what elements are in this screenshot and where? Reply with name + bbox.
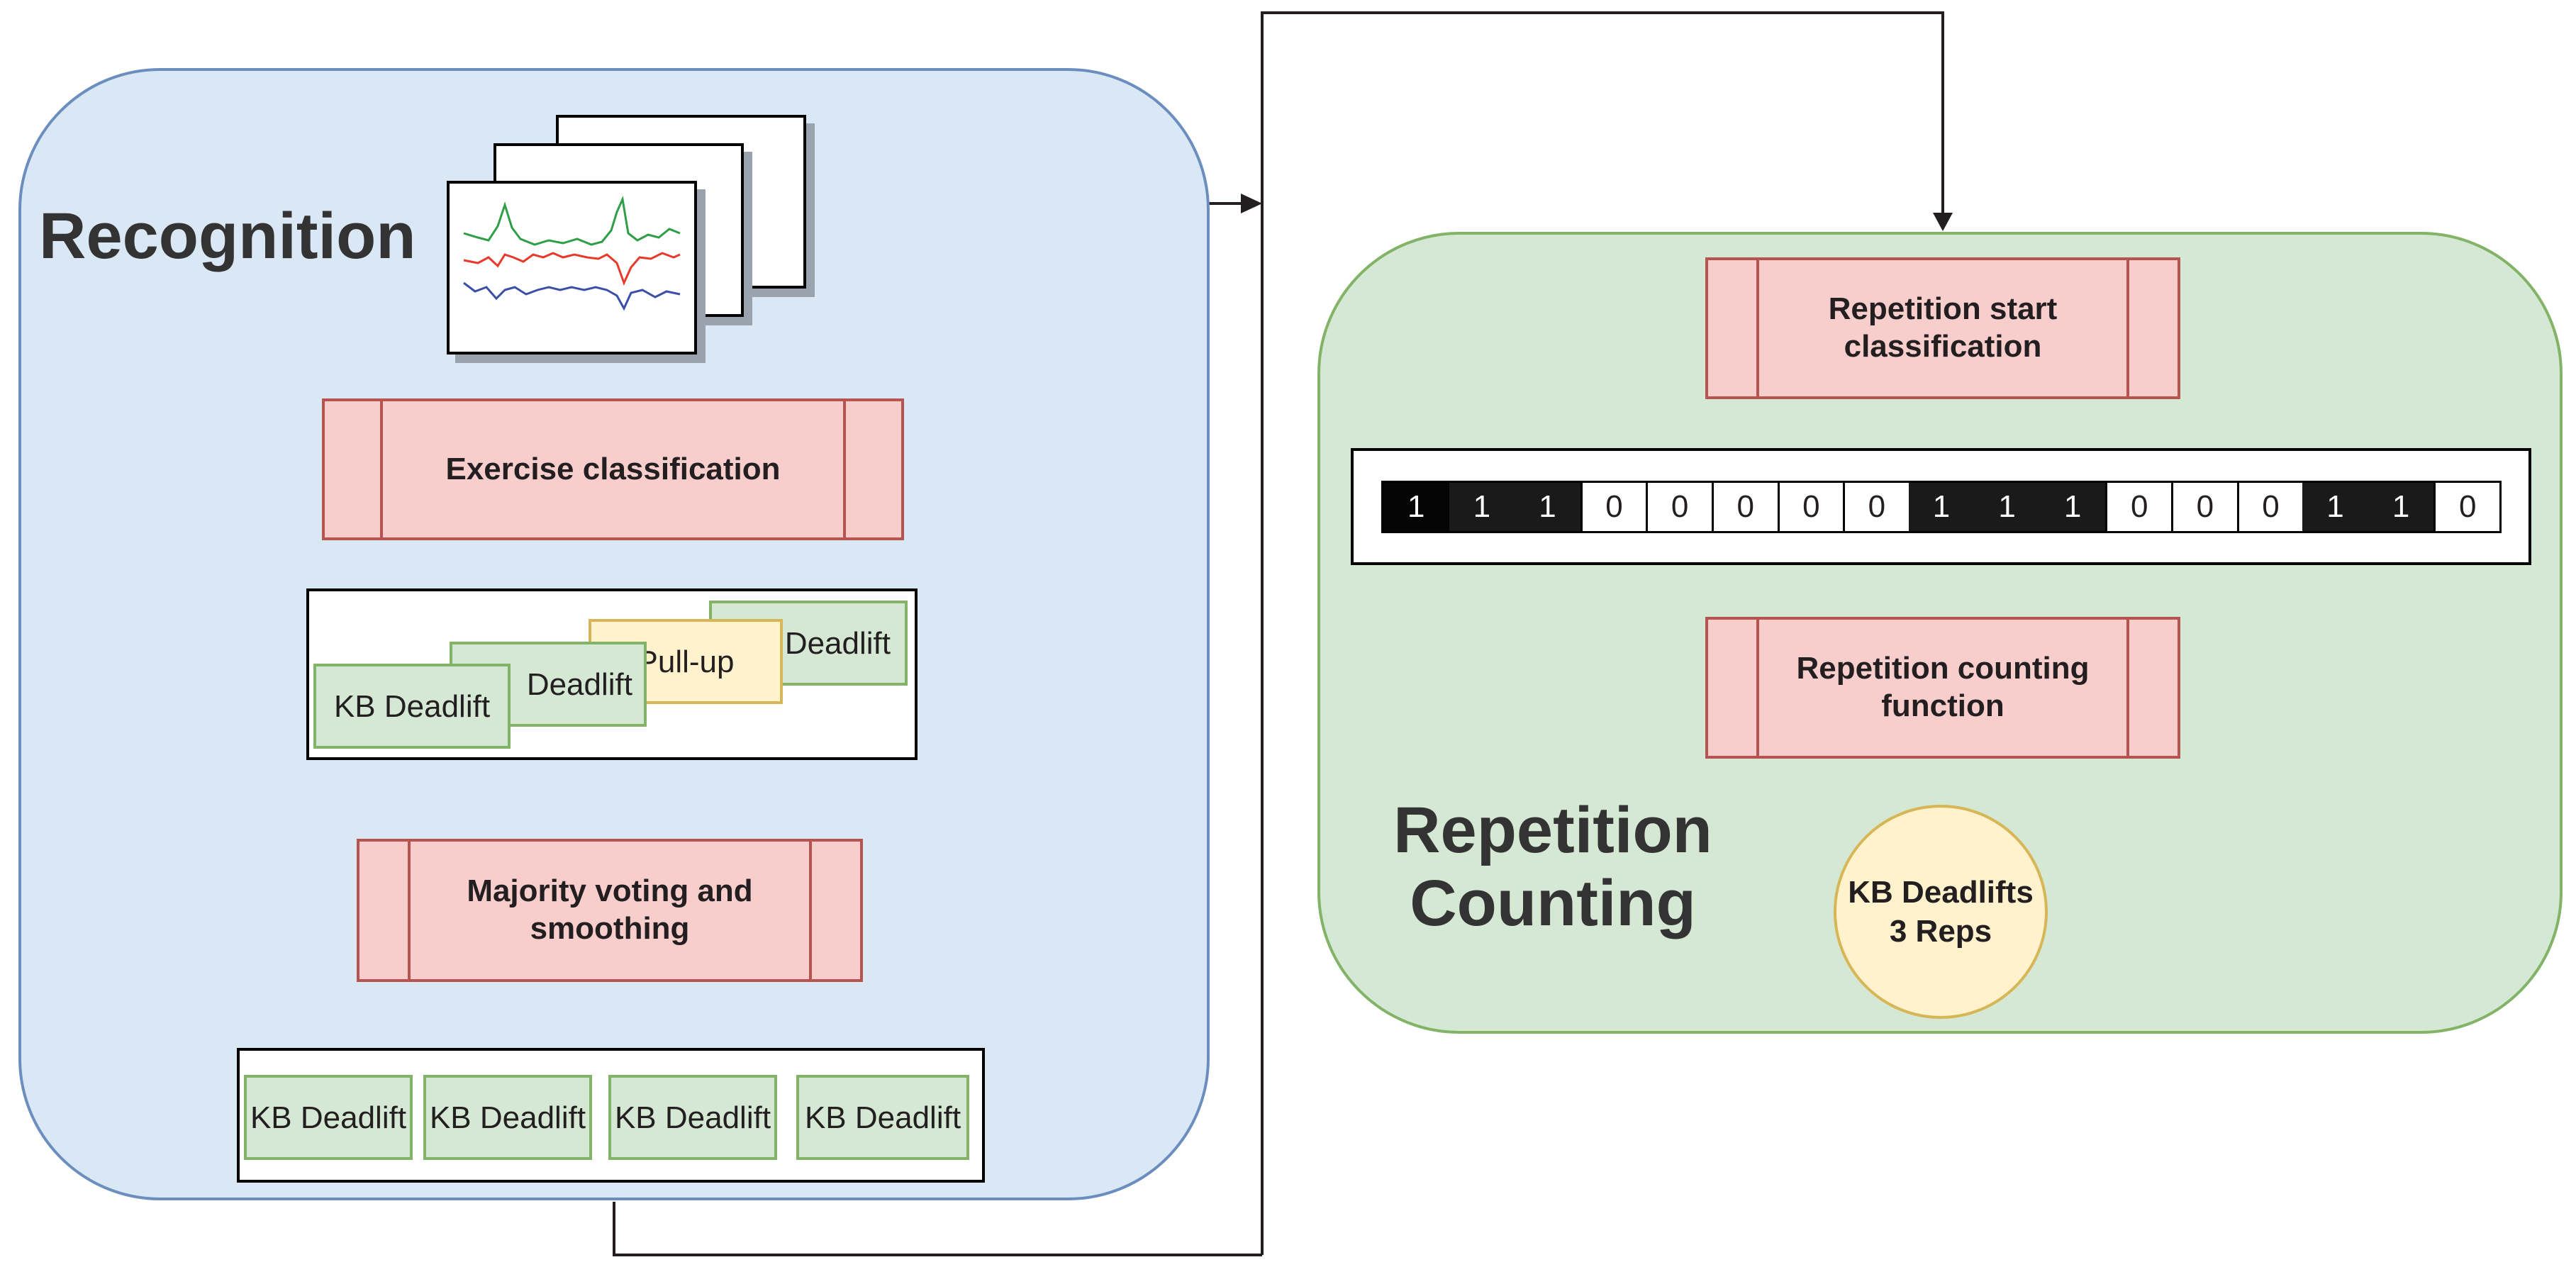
majority-voting-process: Majority voting and smoothing — [357, 839, 863, 982]
sequence-cell: 0 — [1711, 483, 1778, 531]
sequence-cell: 1 — [1449, 483, 1515, 531]
sequence-cell: 0 — [2105, 483, 2172, 531]
repetition-counting-function-label: Repetition counting function — [1796, 651, 2090, 723]
prediction-label: KB Deadlift — [313, 664, 511, 749]
repetition-start-classification-label: Repetition start classification — [1828, 291, 2058, 364]
exercise-classification-process: Exercise classification — [322, 398, 904, 540]
sequence-cell: 0 — [2433, 483, 2499, 531]
sequence-cell: 1 — [1908, 483, 1975, 531]
repetition-counting-title: Repetition Counting — [1393, 794, 1712, 940]
sequence-cell: 1 — [2368, 483, 2434, 531]
smoothed-label: KB Deadlift — [244, 1075, 413, 1160]
sequence-cell: 1 — [2302, 483, 2368, 531]
sequence-cell: 0 — [2236, 483, 2303, 531]
repetition-start-classification-process: Repetition start classification — [1705, 257, 2180, 399]
smoothed-label: KB Deadlift — [423, 1075, 592, 1160]
smoothed-label: KB Deadlift — [608, 1075, 777, 1160]
sequence-cell: 0 — [1777, 483, 1844, 531]
exercise-classification-label: Exercise classification — [445, 451, 781, 486]
repetition-count-result: KB Deadlifts 3 Reps — [1834, 805, 2048, 1019]
sensor-plot-front — [447, 181, 697, 355]
sequence-cell: 0 — [1646, 483, 1712, 531]
sequence-cell: 0 — [1843, 483, 1909, 531]
sequence-cell: 0 — [1580, 483, 1646, 531]
repetition-counting-function-process: Repetition counting function — [1705, 617, 2180, 759]
smoothed-label: KB Deadlift — [796, 1075, 969, 1160]
majority-voting-label: Majority voting and smoothing — [467, 873, 753, 946]
recognition-title: Recognition — [39, 200, 416, 272]
repetition-count-result-label: KB Deadlifts 3 Reps — [1848, 875, 2034, 949]
sequence-cell: 1 — [2039, 483, 2106, 531]
sequence-cell: 1 — [1515, 483, 1580, 531]
sequence-cell: 1 — [1974, 483, 2040, 531]
accelerometer-signal-chart — [463, 195, 681, 311]
sequence-cell: 0 — [2171, 483, 2237, 531]
sequence-cell: 1 — [1383, 483, 1449, 531]
